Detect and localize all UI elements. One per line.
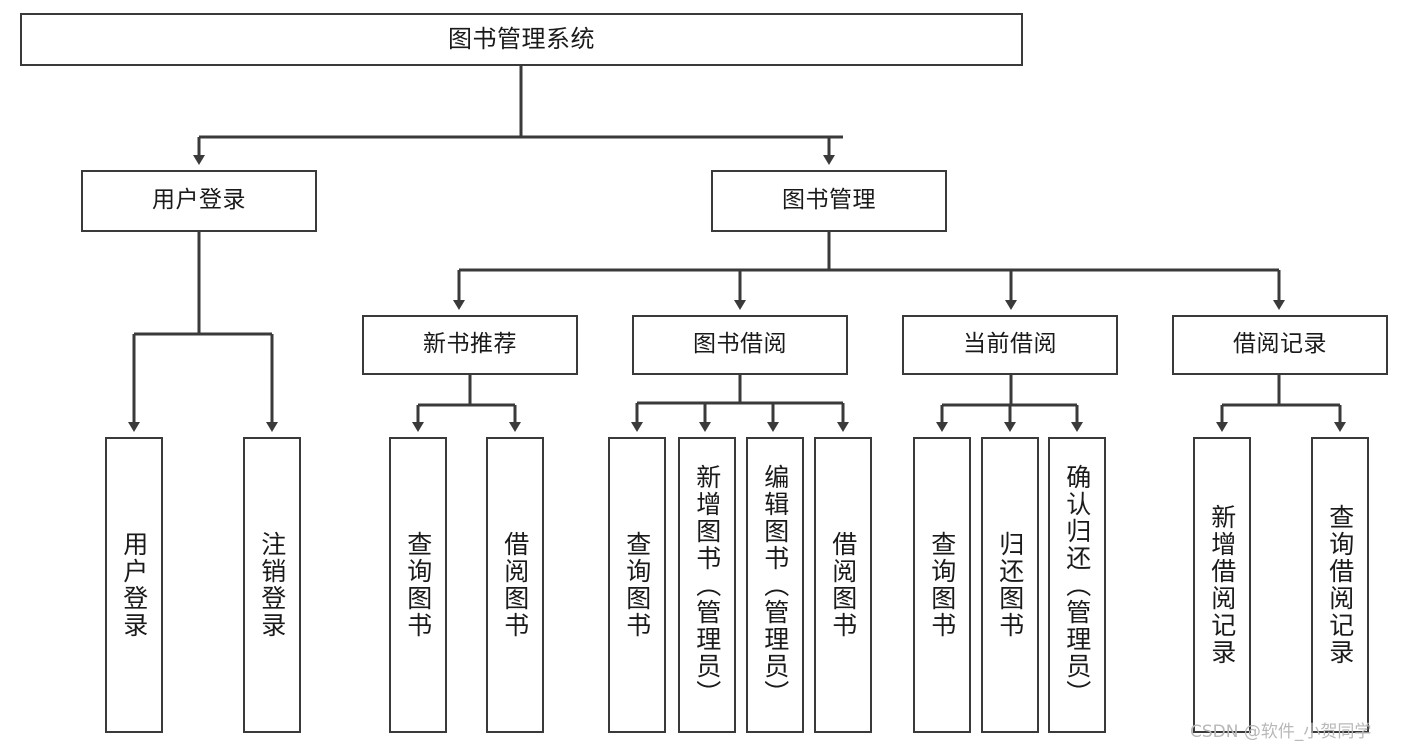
node-book-management[interactable]: 图书管理 (711, 170, 947, 232)
csdn-watermark: CSDN @软件_小贺同学 (1190, 722, 1372, 742)
node-user-login-label: 用户登录 (152, 187, 246, 214)
leaf-user-login-signin-label: 用户登录 (119, 531, 149, 639)
leaf-new-book-query[interactable]: 查询图书 (389, 437, 447, 733)
leaf-borrow-record-add[interactable]: 新增借阅记录 (1193, 437, 1251, 733)
node-new-book-recommend-label: 新书推荐 (423, 331, 517, 358)
leaf-current-borrow-query[interactable]: 查询图书 (913, 437, 971, 733)
leaf-user-login-signout[interactable]: 注销登录 (243, 437, 301, 733)
leaf-new-book-borrow[interactable]: 借阅图书 (486, 437, 544, 733)
node-root-system[interactable]: 图书管理系统 (20, 13, 1023, 66)
leaf-book-borrow-lend[interactable]: 借阅图书 (814, 437, 872, 733)
node-current-borrow[interactable]: 当前借阅 (902, 315, 1118, 375)
node-book-borrow-label: 图书借阅 (693, 331, 787, 358)
leaf-new-book-query-label: 查询图书 (403, 531, 433, 639)
leaf-borrow-record-add-label: 新增借阅记录 (1207, 504, 1237, 666)
node-book-borrow[interactable]: 图书借阅 (632, 315, 848, 375)
leaf-book-borrow-add-label: 新增图书（管理员） (692, 463, 722, 707)
leaf-user-login-signin[interactable]: 用户登录 (105, 437, 163, 733)
node-new-book-recommend[interactable]: 新书推荐 (362, 315, 578, 375)
node-root-system-label: 图书管理系统 (448, 25, 595, 54)
node-current-borrow-label: 当前借阅 (963, 331, 1057, 358)
leaf-current-borrow-return-label: 归还图书 (995, 531, 1025, 639)
leaf-current-borrow-confirm[interactable]: 确认归还（管理员） (1048, 437, 1106, 733)
leaf-user-login-signout-label: 注销登录 (257, 531, 287, 639)
leaf-current-borrow-query-label: 查询图书 (927, 531, 957, 639)
leaf-borrow-record-query-label: 查询借阅记录 (1325, 504, 1355, 666)
leaf-book-borrow-lend-label: 借阅图书 (828, 531, 858, 639)
leaf-book-borrow-query-label: 查询图书 (622, 531, 652, 639)
leaf-book-borrow-add[interactable]: 新增图书（管理员） (678, 437, 736, 733)
node-book-management-label: 图书管理 (782, 187, 876, 214)
node-borrow-record-label: 借阅记录 (1233, 331, 1327, 358)
leaf-book-borrow-edit[interactable]: 编辑图书（管理员） (746, 437, 804, 733)
leaf-book-borrow-query[interactable]: 查询图书 (608, 437, 666, 733)
node-user-login[interactable]: 用户登录 (81, 170, 317, 232)
leaf-current-borrow-return[interactable]: 归还图书 (981, 437, 1039, 733)
node-borrow-record[interactable]: 借阅记录 (1172, 315, 1388, 375)
leaf-borrow-record-query[interactable]: 查询借阅记录 (1311, 437, 1369, 733)
leaf-book-borrow-edit-label: 编辑图书（管理员） (760, 463, 790, 707)
leaf-current-borrow-confirm-label: 确认归还（管理员） (1062, 463, 1092, 707)
leaf-new-book-borrow-label: 借阅图书 (500, 531, 530, 639)
